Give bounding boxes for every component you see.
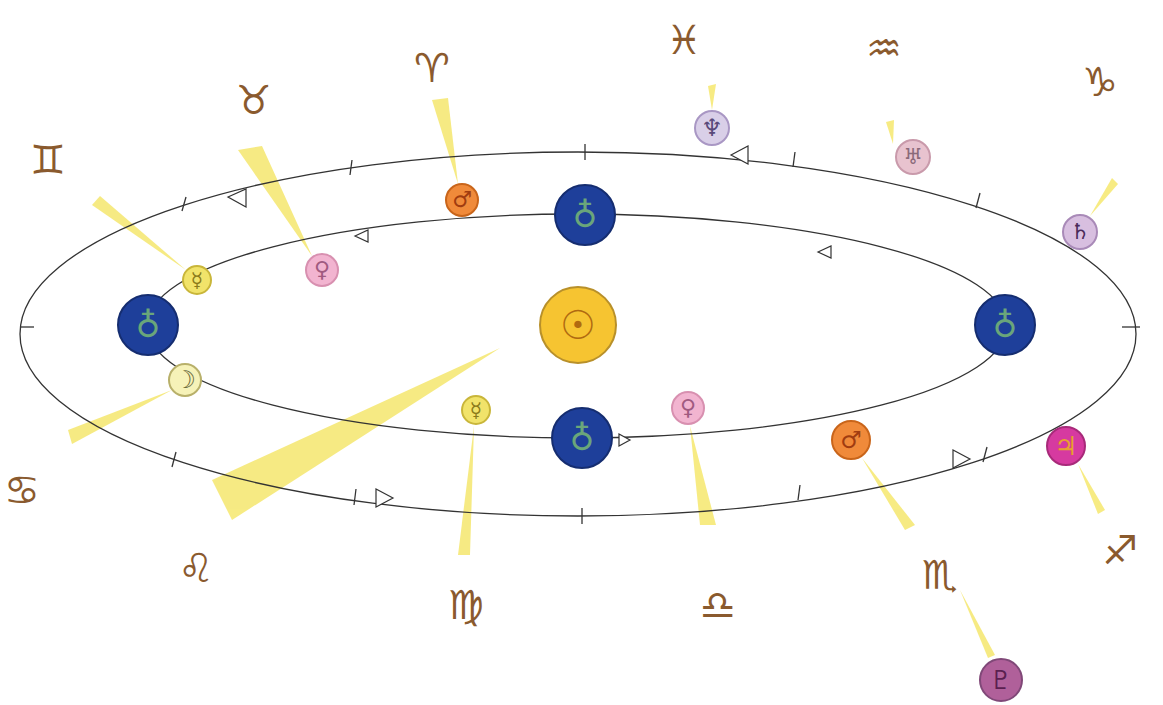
planet-disc: ♁ [974,294,1036,356]
planet-disc: ♇ [979,658,1023,702]
planet-disc: ☿ [182,265,212,295]
planet-disc: ♂ [831,420,871,460]
planet-disc: ♁ [117,294,179,356]
planet-glyph: ♂ [840,428,862,452]
planet-disc: ♂ [445,183,479,217]
planet-disc: ☉ [539,286,617,364]
zodiac-sign: ♈ [414,48,450,88]
planet-glyph: ♄ [1070,221,1090,243]
planet-disc: ☽ [168,363,202,397]
zodiac-sign: ♌ [178,548,214,588]
planet-glyph: ☽ [174,368,196,392]
planet-disc: ♁ [551,407,613,469]
planet-glyph: ♆ [701,116,723,140]
zodiac-sign: ♍ [448,585,484,625]
planet-glyph: ♁ [136,308,161,342]
direction-arrows [228,146,970,507]
light-rays [68,84,1118,658]
planet-glyph: ☉ [560,305,596,345]
orbit-ticks [20,144,1140,524]
planet-disc: ♀ [671,391,705,425]
planet-glyph: ♇ [989,667,1012,693]
zodiac-sign: ♋ [4,470,40,510]
zodiac-sign: ♎ [700,585,736,625]
planet-glyph: ♁ [993,308,1018,342]
planet-glyph: ♀ [314,259,330,281]
zodiac-sign: ♏ [922,555,958,595]
planet-glyph: ♀ [680,397,696,419]
planet-disc: ♁ [554,184,616,246]
planet-disc: ♃ [1046,426,1086,466]
planet-glyph: ♁ [570,421,595,455]
zodiac-sign: ♐ [1102,530,1138,570]
zodiac-sign: ♓ [666,20,702,60]
planet-disc: ♀ [305,253,339,287]
planet-glyph: ☿ [191,270,203,290]
zodiac-sign: ♉ [236,80,272,120]
planet-glyph: ☿ [470,400,482,420]
planet-glyph: ♁ [573,198,598,232]
zodiac-sign: ♑ [1082,62,1118,102]
planet-disc: ♆ [694,110,730,146]
planet-glyph: ♂ [452,189,472,211]
planet-disc: ☿ [461,395,491,425]
planet-glyph: ♅ [903,146,923,168]
planet-disc: ♅ [895,139,931,175]
planet-glyph: ♃ [1054,433,1077,459]
zodiac-sign: ♊ [30,140,66,180]
zodiac-sign: ♒ [866,28,902,68]
planet-disc: ♄ [1062,214,1098,250]
